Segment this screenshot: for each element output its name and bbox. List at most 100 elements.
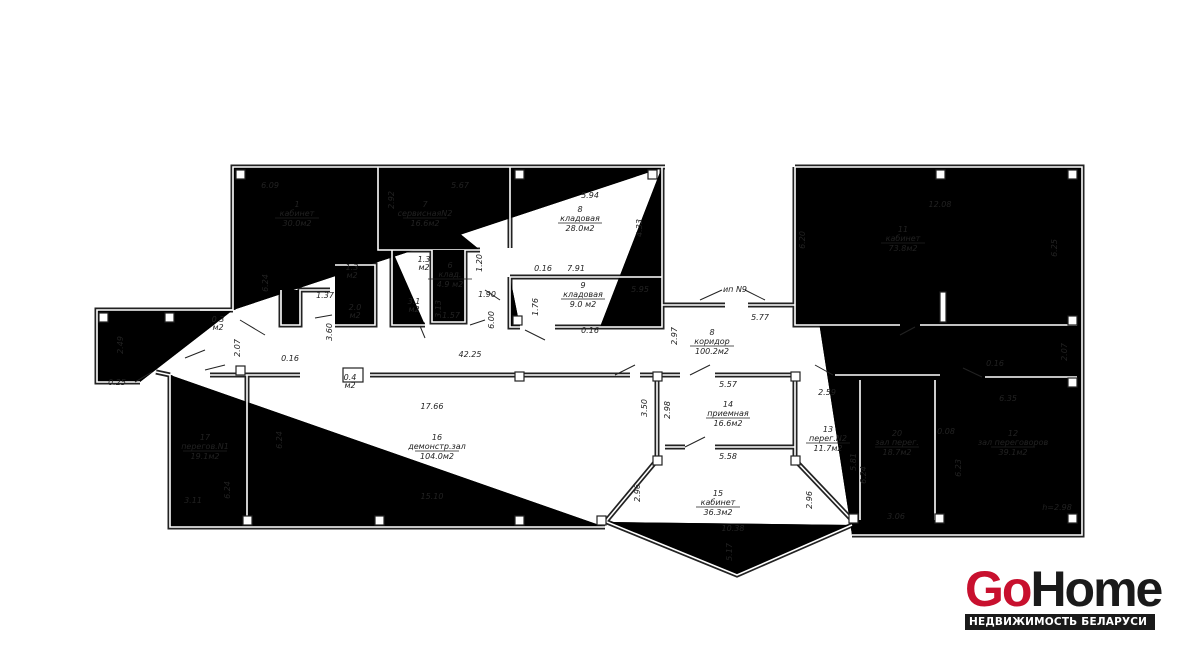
room-name: перег.N2 (809, 434, 847, 443)
gohome-logo[interactable]: GoHome НЕДВИЖИМОСТЬ БЕЛАРУСИ (965, 564, 1163, 630)
room-number: 17 (200, 433, 211, 442)
small-area-value: 1.3 (418, 255, 431, 264)
small-area-value: 3.1 (408, 297, 421, 306)
dimension-label: 5.81 (849, 453, 858, 471)
room-area: 104.0м2 (420, 452, 454, 461)
dimension-label: 0.08 (937, 427, 955, 436)
dimension-label: 0.25 (108, 378, 126, 387)
dimension-label: 3.06 (887, 512, 905, 521)
columns (98, 169, 1078, 526)
room-number: 13 (823, 425, 833, 434)
logo-home: Home (1030, 561, 1163, 617)
dimension-label: 17.66 (421, 402, 444, 411)
room-name: зал перег. (875, 438, 919, 447)
dimension-label: 3.60 (325, 323, 334, 341)
dimension-label: 2.07 (233, 338, 242, 357)
dimension-label: 2.59 (818, 388, 836, 397)
room-number: 8 (709, 328, 714, 337)
room-name: клад. (439, 270, 462, 279)
dimension-label: 2.92 (387, 191, 396, 209)
room-area: 73.8м2 (889, 244, 918, 253)
room-number: 8 (577, 205, 582, 214)
room-number: 11 (898, 225, 908, 234)
room-area: 28.0м2 (566, 224, 595, 233)
dimension-label: 0.16 (986, 359, 1004, 368)
dimension-label: 6.35 (999, 394, 1017, 403)
room-name: кабинет (280, 209, 315, 218)
room-area: 19.1м2 (191, 452, 220, 461)
room-area: 11.7м2 (814, 444, 843, 453)
dimension-label: 7.91 (567, 264, 585, 273)
dimension-label: 15.10 (421, 492, 444, 501)
room-number: 9 (580, 281, 585, 290)
dimension-label: 0.16 (281, 354, 299, 363)
room-name: кабинет (701, 498, 736, 507)
dimension-label: 6.23 (954, 459, 963, 477)
room-number: 7 (422, 200, 428, 209)
stair-label: ип N9 (723, 285, 747, 294)
dimension-label: 1.57 (442, 311, 461, 320)
dimension-label: 0.16 (581, 326, 599, 335)
dimension-label: 3.13 (434, 300, 443, 318)
room-name: зал переговоров (978, 438, 1049, 447)
room-area: 100.2м2 (695, 347, 729, 356)
room-labels: 1кабинет30.0м27сервиснаяN216.6м28кладова… (181, 200, 1048, 517)
small-area-value: 0.3 (212, 315, 225, 324)
room-name: коридор (694, 337, 730, 346)
dimension-label: 6.20 (798, 231, 807, 249)
room-number: 20 (892, 429, 902, 438)
small-area-unit: м2 (212, 323, 223, 332)
room-number: 15 (713, 489, 723, 498)
room-area: 9.0 м2 (570, 300, 596, 309)
room-number: 6 (447, 261, 452, 270)
dimension-label: 10.38 (722, 524, 745, 533)
dimension-label: 5.57 (719, 380, 738, 389)
dimension-label: 3.11 (184, 496, 202, 505)
logo-tagline: НЕДВИЖИМОСТЬ БЕЛАРУСИ (965, 614, 1155, 630)
dimension-label: 5.67 (451, 181, 470, 190)
room-name: кабинет (886, 234, 921, 243)
dimension-label: 0.16 (534, 264, 552, 273)
small-area-unit: м2 (418, 263, 429, 272)
room-number: 16 (432, 433, 442, 442)
dimension-label: 42.25 (459, 350, 482, 359)
dimension-label: 6.25 (1050, 239, 1059, 257)
dimension-label: 1.20 (475, 254, 484, 272)
dimension-label: 5.77 (751, 313, 770, 322)
room-number: 14 (723, 400, 733, 409)
dimension-label: 2.96 (633, 484, 642, 502)
small-area-value: 2.0 (349, 303, 362, 312)
room-name: перегов.N1 (181, 442, 229, 451)
dimension-label: 5.17 (725, 542, 734, 561)
dimension-label: 5.95 (631, 285, 649, 294)
dimension-label: 6.09 (261, 181, 279, 190)
dimension-label: 6.24 (261, 274, 270, 292)
room-name: приемная (707, 409, 749, 418)
dimension-label: 2.49 (116, 336, 125, 354)
small-area-value: 1.3 (346, 263, 359, 272)
dimension-labels: 6.09 5.67 2.92 5.94 4.33 12.08 6.20 6.25 6.24 1.3… (108, 181, 1072, 561)
dimension-label: 12.08 (929, 200, 952, 209)
room-area: 4.9 м2 (437, 280, 463, 289)
dimension-label: 5.94 (581, 191, 599, 200)
dimension-label: 5.58 (719, 452, 737, 461)
room-area: 36.3м2 (704, 508, 733, 517)
dimension-label: 1.90 (478, 290, 496, 299)
dimension-label: h=2.98 (1042, 503, 1072, 512)
small-area-value: 0.4 (344, 373, 357, 382)
dimension-label: 4.33 (635, 219, 644, 237)
room-area: 39.1м2 (999, 448, 1028, 457)
dimension-label: 2.98 (663, 401, 672, 419)
small-area-unit: м2 (344, 381, 355, 390)
